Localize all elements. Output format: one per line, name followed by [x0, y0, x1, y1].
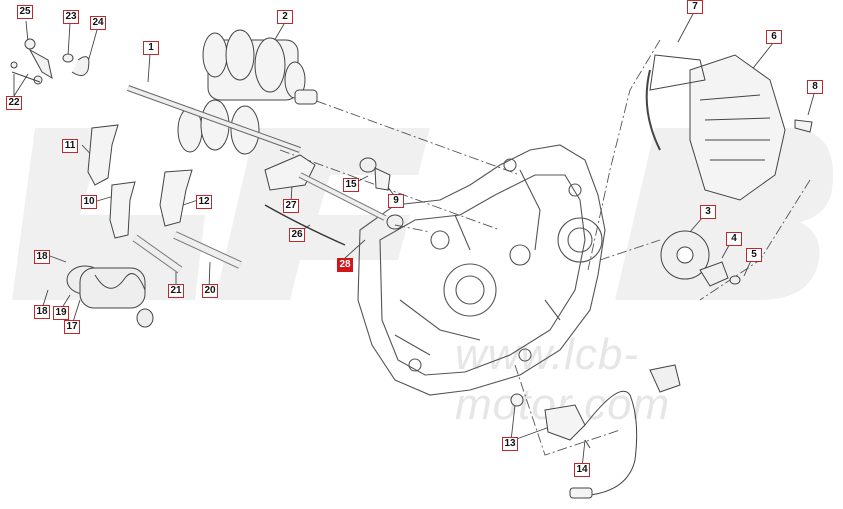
callout-14[interactable]: 14	[574, 463, 590, 477]
callout-28-highlighted[interactable]: 28	[337, 258, 353, 272]
callout-4[interactable]: 4	[726, 232, 742, 246]
callout-9[interactable]: 9	[388, 194, 404, 208]
callout-3[interactable]: 3	[700, 205, 716, 219]
callout-7[interactable]: 7	[687, 0, 703, 14]
gear-clusters	[126, 29, 318, 155]
callout-17[interactable]: 17	[64, 320, 80, 334]
callout-2[interactable]: 2	[277, 10, 293, 24]
callout-24[interactable]: 24	[90, 16, 106, 30]
shift-drum	[66, 265, 154, 328]
callout-15[interactable]: 15	[343, 178, 359, 192]
callout-22[interactable]: 22	[6, 96, 22, 110]
shift-shaft	[264, 154, 404, 246]
callout-13[interactable]: 13	[502, 437, 518, 451]
callout-21[interactable]: 21	[168, 284, 184, 298]
front-sprocket	[649, 230, 741, 393]
callout-5[interactable]: 5	[746, 248, 762, 262]
sprocket-cover	[645, 54, 813, 201]
callout-6[interactable]: 6	[766, 30, 782, 44]
callout-18-bottom[interactable]: 18	[34, 305, 50, 319]
callout-20[interactable]: 20	[202, 284, 218, 298]
callout-18-top[interactable]: 18	[34, 250, 50, 264]
callout-11[interactable]: 11	[62, 139, 78, 153]
crankcase-half	[357, 144, 606, 396]
shift-forks	[87, 124, 242, 274]
callout-8[interactable]: 8	[807, 80, 823, 94]
callout-12[interactable]: 12	[196, 195, 212, 209]
callout-26[interactable]: 26	[289, 228, 305, 242]
callout-25[interactable]: 25	[17, 5, 33, 19]
speed-sensor	[510, 390, 638, 499]
callout-10[interactable]: 10	[81, 195, 97, 209]
callout-27[interactable]: 27	[283, 199, 299, 213]
callout-23[interactable]: 23	[63, 10, 79, 24]
small-parts	[10, 38, 90, 85]
callout-19[interactable]: 19	[53, 306, 69, 320]
callout-1[interactable]: 1	[143, 41, 159, 55]
